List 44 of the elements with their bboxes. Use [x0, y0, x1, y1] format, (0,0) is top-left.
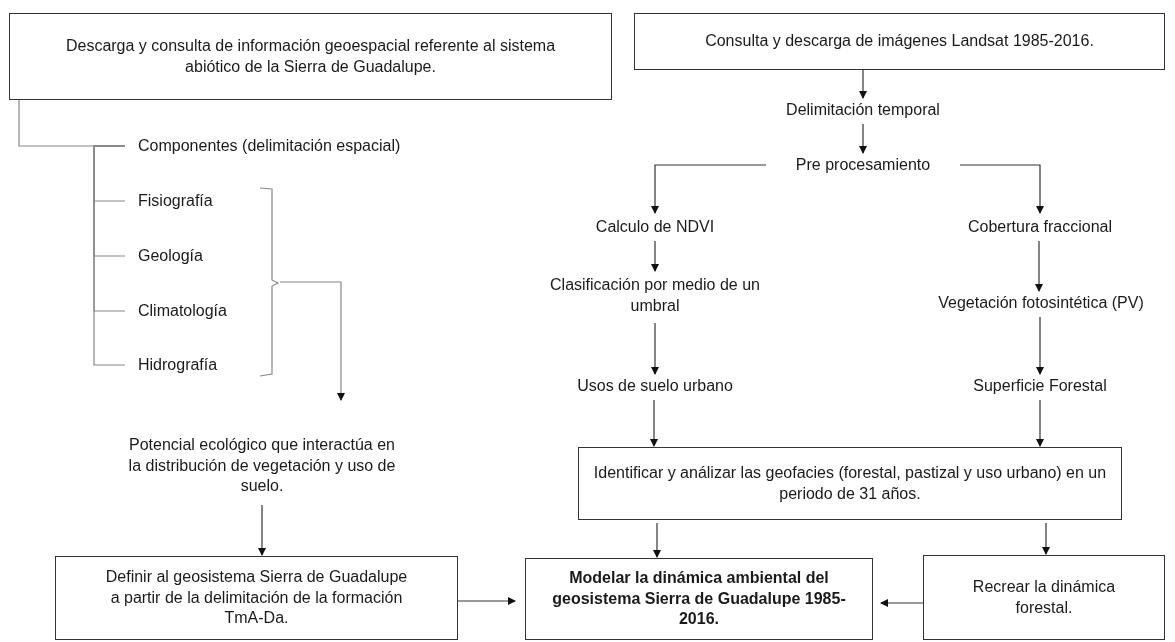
box-text: Definir al geosistema Sierra de Guadalupe a partir de la delimitación de la formación TmA-Da. [104, 566, 409, 629]
step-text: Cobertura fraccional [950, 216, 1130, 238]
process-box [525, 558, 873, 640]
box-text: Recrear la dinámica forestal. [971, 576, 1117, 618]
arrow [880, 599, 924, 607]
step-text: Vegetación fotosintética (PV) [922, 292, 1160, 314]
box-text: Consulta y descarga de imágenes Landsat 1985-2016. [705, 31, 1094, 52]
arrow [1035, 240, 1043, 292]
arrow [1036, 399, 1044, 447]
arrow [859, 123, 867, 154]
arrow [258, 504, 266, 556]
step-text: Fisiografía [125, 190, 255, 212]
arrow [1036, 316, 1044, 375]
process-box [9, 13, 612, 100]
box-text: Modelar la dinámica ambiental del geosistema Sierra de Guadalupe 1985-2016. [551, 567, 847, 630]
step-text: Climatología [125, 300, 255, 322]
arrow [651, 240, 659, 272]
arrow [651, 322, 659, 375]
step-text: Componentes (delimitación espacial) [125, 135, 485, 157]
step-text: Hidrografía [125, 354, 255, 376]
process-box [578, 447, 1122, 520]
arrow [653, 522, 661, 558]
arrow [651, 164, 767, 214]
step-text: Delimitación temporal [763, 99, 963, 121]
step-text: Clasificación por medio de un umbral [535, 272, 775, 320]
step-text: Geología [125, 245, 255, 267]
arrow [457, 597, 516, 605]
arrow [859, 69, 867, 99]
arrow [1042, 522, 1050, 555]
step-text: Superficie Forestal [955, 375, 1125, 397]
connector-line [93, 145, 126, 366]
step-text: Usos de suelo urbano [565, 375, 745, 397]
step-text: Calculo de NDVI [575, 216, 735, 238]
box-text: Descarga y consulta de información geoespacial referente al sistema abiótico de la Sierra de Guadalupe. [64, 35, 557, 77]
arrow [959, 164, 1044, 214]
arrow [650, 399, 658, 447]
process-box [634, 13, 1165, 70]
bracket-shape [258, 186, 280, 378]
process-box [55, 556, 458, 640]
step-text: Potencial ecológico que interactúa en la distribución de vegetación y uso de suelo. [122, 430, 402, 502]
arrow [279, 281, 345, 401]
process-box [923, 555, 1165, 640]
step-text: Pre procesamiento [770, 154, 956, 176]
box-text: Identificar y análizar las geofacies (forestal, pastizal y uso urbano) en un periodo de 31 años. [592, 462, 1108, 504]
